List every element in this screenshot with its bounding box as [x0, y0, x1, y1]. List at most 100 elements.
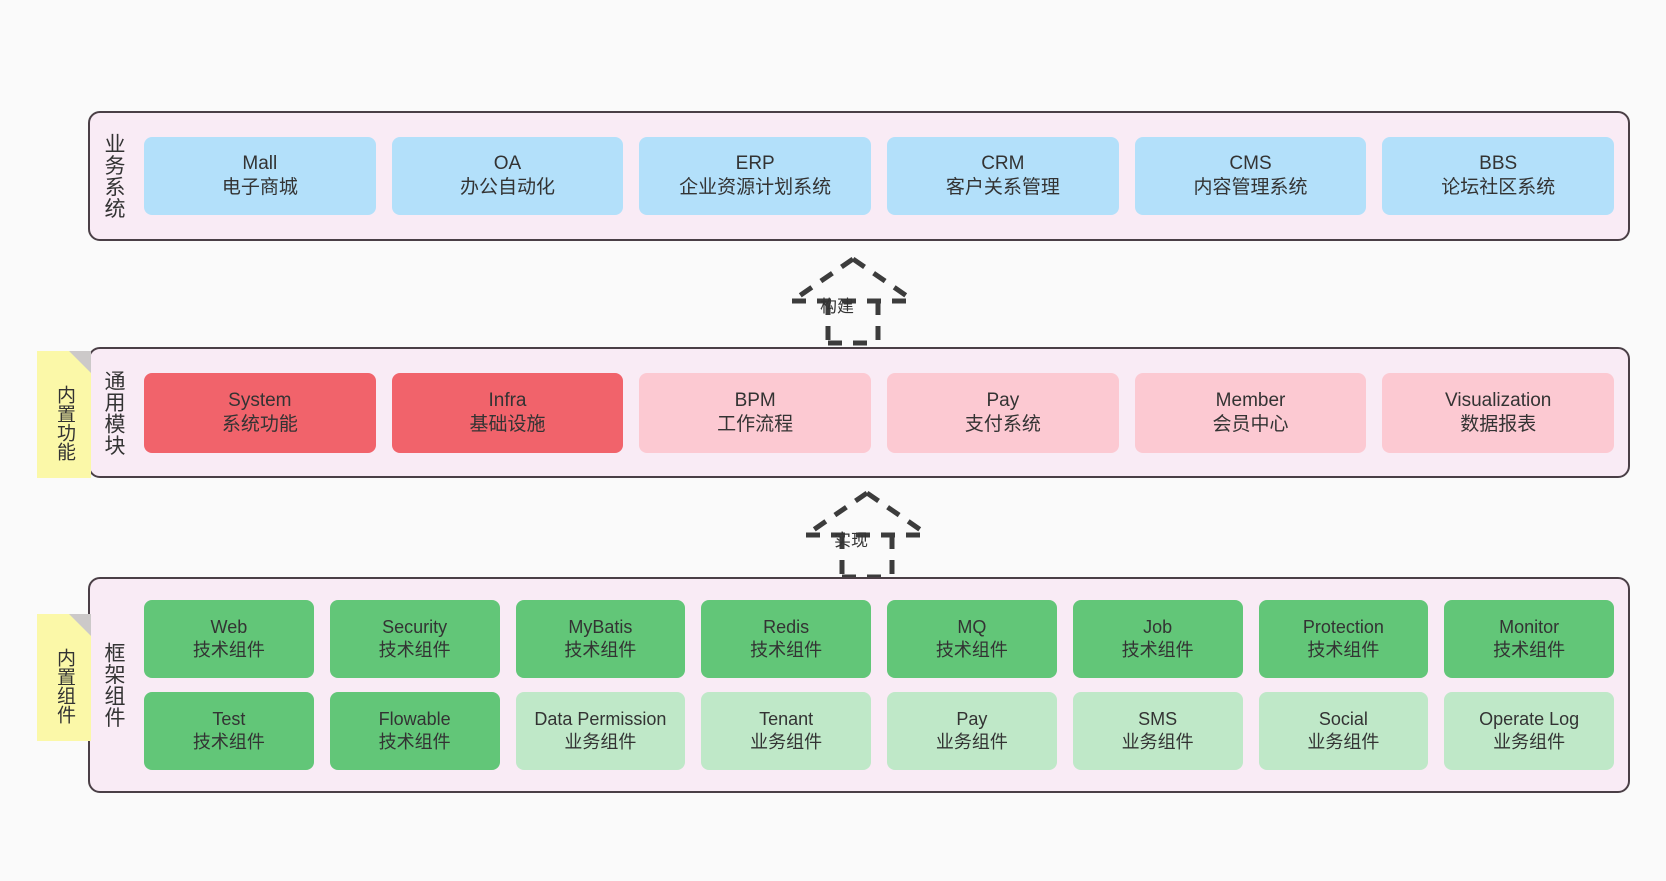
- node-redis[interactable]: Redis 技术组件: [701, 600, 871, 678]
- node-subtitle: 数据报表: [1460, 413, 1537, 435]
- node-title: Test: [212, 709, 246, 730]
- node-title: Member: [1215, 389, 1286, 411]
- node-subtitle: 业务组件: [1121, 732, 1194, 752]
- panel-body-business-systems: Mall 电子商城 OA 办公自动化 ERP 企业资源计划系统 CRM 客户关系…: [136, 113, 1628, 239]
- sticky-note-builtin-components[interactable]: 内置组件: [37, 614, 91, 741]
- connector-build: 构建: [758, 255, 948, 346]
- node-system[interactable]: System 系统功能: [144, 372, 376, 453]
- node-subtitle: 基础设施: [469, 413, 546, 435]
- node-title: MyBatis: [568, 617, 633, 638]
- node-title: Infra: [488, 389, 527, 411]
- connector-label-implement: 实现: [834, 531, 868, 550]
- node-web[interactable]: Web 技术组件: [144, 600, 314, 678]
- node-title: CRM: [981, 153, 1025, 175]
- node-subtitle: 技术组件: [378, 732, 451, 752]
- node-title: SMS: [1138, 709, 1178, 730]
- node-operate-log[interactable]: Operate Log 业务组件: [1444, 692, 1614, 770]
- node-social[interactable]: Social 业务组件: [1258, 692, 1429, 770]
- node-title: Flowable: [378, 709, 451, 730]
- node-subtitle: 技术组件: [1493, 640, 1566, 660]
- sticky-note-builtin-features[interactable]: 内置功能: [37, 351, 91, 478]
- node-crm[interactable]: CRM 客户关系管理: [887, 137, 1119, 215]
- node-subtitle: 技术组件: [1121, 640, 1194, 660]
- node-title: System: [228, 389, 292, 411]
- node-mq[interactable]: MQ 技术组件: [887, 600, 1057, 678]
- node-title: ERP: [735, 153, 775, 175]
- node-title: CMS: [1229, 153, 1272, 175]
- node-bbs[interactable]: BBS 论坛社区系统: [1382, 137, 1615, 215]
- node-title: Redis: [763, 617, 810, 638]
- node-subtitle: 论坛社区系统: [1441, 177, 1556, 198]
- node-title: Monitor: [1499, 617, 1560, 638]
- panel-body-framework-components: Web 技术组件 Security 技术组件 MyBatis 技术组件 Redi…: [136, 579, 1628, 791]
- node-sms[interactable]: SMS 业务组件: [1072, 692, 1243, 770]
- panel-body-common-modules: System 系统功能 Infra 基础设施 BPM 工作流程 Pay 支付系统…: [136, 349, 1628, 476]
- node-row: Test 技术组件 Flowable 技术组件 Data Permission …: [144, 692, 1614, 770]
- node-visualization[interactable]: Visualization 数据报表: [1382, 372, 1615, 453]
- node-oa[interactable]: OA 办公自动化: [391, 137, 624, 215]
- panel-common-modules: 通用模块 System 系统功能 Infra 基础设施 BPM 工作流程 Pay…: [88, 347, 1630, 478]
- node-pay-module[interactable]: Pay 支付系统: [887, 372, 1119, 453]
- connector-implement: 实现: [772, 489, 962, 580]
- node-mybatis[interactable]: MyBatis 技术组件: [515, 600, 686, 678]
- node-subtitle: 技术组件: [192, 732, 265, 752]
- node-title: Protection: [1302, 617, 1384, 638]
- node-title: Data Permission: [534, 709, 667, 730]
- node-title: Mall: [242, 153, 278, 175]
- node-row: Mall 电子商城 OA 办公自动化 ERP 企业资源计划系统 CRM 客户关系…: [144, 137, 1615, 215]
- panel-label-framework-components: 框架组件: [101, 642, 125, 728]
- node-row: System 系统功能 Infra 基础设施 BPM 工作流程 Pay 支付系统…: [144, 372, 1615, 453]
- panel-business-systems: 业务系统 Mall 电子商城 OA 办公自动化 ERP 企业资源计划系统 CRM…: [88, 111, 1630, 241]
- generalization-arrow-icon: [804, 490, 930, 580]
- node-subtitle: 技术组件: [750, 640, 823, 660]
- node-cms[interactable]: CMS 内容管理系统: [1134, 137, 1367, 215]
- node-title: BBS: [1479, 153, 1518, 175]
- node-monitor[interactable]: Monitor 技术组件: [1444, 600, 1614, 678]
- node-subtitle: 企业资源计划系统: [679, 177, 832, 198]
- node-subtitle: 系统功能: [221, 413, 298, 435]
- node-security[interactable]: Security 技术组件: [329, 600, 500, 678]
- generalization-arrow-icon: [790, 256, 916, 346]
- node-subtitle: 工作流程: [717, 413, 794, 435]
- node-title: Job: [1143, 617, 1173, 638]
- node-title: Social: [1318, 709, 1368, 730]
- node-subtitle: 支付系统: [964, 413, 1041, 435]
- panel-label-common-modules: 通用模块: [101, 369, 125, 456]
- node-title: Web: [210, 617, 248, 638]
- node-title: Operate Log: [1479, 709, 1580, 730]
- node-erp[interactable]: ERP 企业资源计划系统: [639, 137, 872, 215]
- node-protection[interactable]: Protection 技术组件: [1258, 600, 1429, 678]
- node-bpm[interactable]: BPM 工作流程: [639, 372, 872, 453]
- node-infra[interactable]: Infra 基础设施: [391, 372, 624, 453]
- node-subtitle: 技术组件: [192, 640, 265, 660]
- node-subtitle: 业务组件: [1493, 732, 1566, 752]
- node-subtitle: 业务组件: [1307, 732, 1380, 752]
- node-subtitle: 会员中心: [1212, 413, 1289, 435]
- node-title: Visualization: [1445, 389, 1552, 411]
- node-title: Pay: [986, 389, 1020, 411]
- node-title: BPM: [734, 389, 776, 411]
- panel-framework-components: 框架组件 Web 技术组件 Security 技术组件 MyBatis 技术组件…: [88, 577, 1630, 793]
- node-test[interactable]: Test 技术组件: [144, 692, 314, 770]
- panel-label-business-systems: 业务系统: [101, 133, 125, 219]
- node-row: Web 技术组件 Security 技术组件 MyBatis 技术组件 Redi…: [144, 600, 1614, 678]
- node-tenant[interactable]: Tenant 业务组件: [701, 692, 871, 770]
- node-title: Security: [382, 617, 448, 638]
- node-pay-component[interactable]: Pay 业务组件: [887, 692, 1057, 770]
- node-subtitle: 客户关系管理: [945, 177, 1060, 198]
- node-mall[interactable]: Mall 电子商城: [144, 137, 376, 215]
- node-subtitle: 业务组件: [935, 732, 1008, 752]
- node-title: MQ: [957, 617, 987, 638]
- node-data-permission[interactable]: Data Permission 业务组件: [515, 692, 686, 770]
- connector-label-build: 构建: [820, 297, 854, 316]
- node-subtitle: 业务组件: [750, 732, 823, 752]
- node-subtitle: 办公自动化: [460, 177, 556, 198]
- node-title: OA: [493, 153, 522, 175]
- node-subtitle: 技术组件: [378, 640, 451, 660]
- node-flowable[interactable]: Flowable 技术组件: [329, 692, 500, 770]
- node-member[interactable]: Member 会员中心: [1134, 372, 1367, 453]
- node-subtitle: 技术组件: [1307, 640, 1380, 660]
- node-job[interactable]: Job 技术组件: [1072, 600, 1243, 678]
- node-subtitle: 业务组件: [564, 732, 637, 752]
